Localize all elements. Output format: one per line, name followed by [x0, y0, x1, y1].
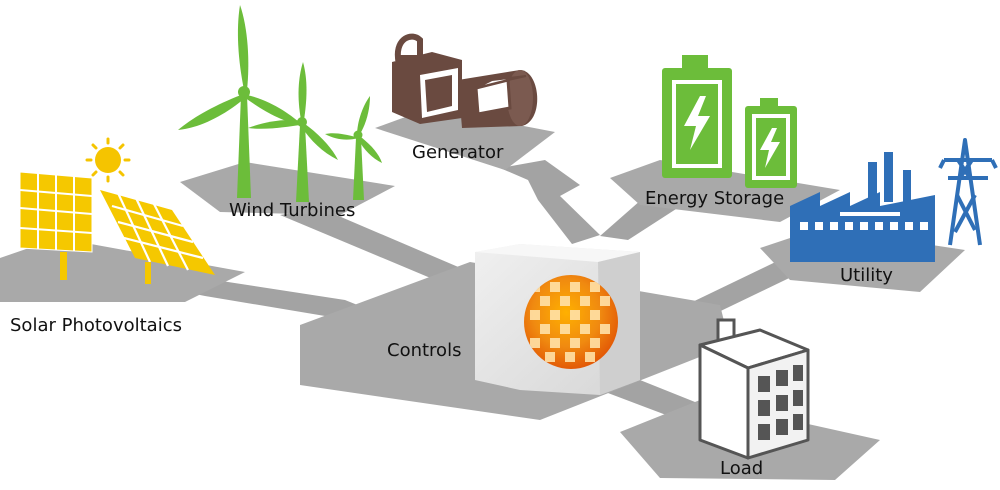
building-icon	[698, 318, 810, 460]
wind-turbine-icon	[178, 5, 382, 202]
label-utility: Utility	[840, 265, 893, 286]
factory-icon	[790, 152, 935, 262]
connector-wind-controls	[280, 208, 470, 282]
battery-large	[662, 55, 732, 178]
label-load: Load	[720, 458, 764, 479]
controller-box-icon	[475, 244, 640, 395]
battery-icon	[662, 55, 797, 188]
label-solar-photovoltaics: Solar Photovoltaics	[10, 315, 182, 336]
label-controls: Controls	[387, 340, 462, 361]
factory-and-power-tower-icon	[790, 138, 998, 262]
power-tower-icon	[938, 138, 998, 246]
label-wind-turbines: Wind Turbines	[229, 200, 356, 221]
label-energy-storage: Energy Storage	[645, 188, 785, 209]
solar-panel-right	[100, 190, 215, 284]
globe-icon	[524, 275, 618, 369]
solar-panel-left	[19, 171, 93, 280]
solar-panel-icon	[19, 137, 215, 284]
wind-turbine-small	[325, 96, 382, 200]
label-generator: Generator	[412, 142, 504, 163]
platform-wind	[180, 162, 395, 215]
connector-solar-controls	[175, 280, 360, 316]
battery-small	[745, 98, 797, 188]
sun-icon	[85, 137, 131, 183]
generator-icon	[392, 33, 538, 128]
wind-turbine-large	[178, 5, 302, 198]
wind-turbine-medium	[248, 62, 338, 202]
connector-generator-controls	[500, 160, 600, 244]
